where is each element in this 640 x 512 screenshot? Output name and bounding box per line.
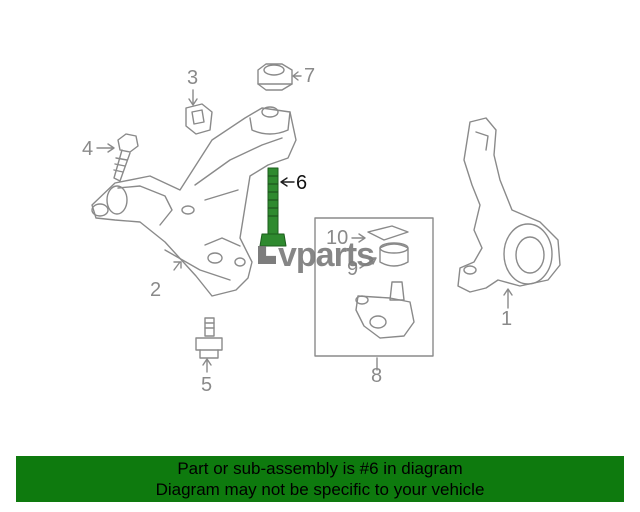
ball-joint-assembly-box <box>314 217 434 357</box>
bolt-5-part <box>195 317 223 359</box>
banner-line-1: Part or sub-assembly is #6 in diagram <box>177 459 463 478</box>
callout-3: 3 <box>187 67 199 89</box>
callout-9: 9 <box>347 258 359 280</box>
nut-part <box>257 63 293 91</box>
vparts-logo-mark-icon <box>258 246 276 264</box>
clip-part <box>185 103 213 135</box>
callout-1: 1 <box>501 308 513 330</box>
vparts-logo: vparts <box>258 235 375 274</box>
vparts-logo-text: vparts <box>278 235 375 274</box>
callout-5: 5 <box>201 374 213 396</box>
callout-4: 4 <box>82 138 94 160</box>
steering-knuckle-part <box>457 117 561 293</box>
control-arm-part <box>91 106 297 297</box>
callout-2: 2 <box>150 279 162 301</box>
callout-10: 10 <box>326 227 349 249</box>
diagram-drawing <box>91 63 561 373</box>
bolt-6-part-highlighted <box>259 167 287 247</box>
banner-line-2: Diagram may not be specific to your vehi… <box>155 480 485 499</box>
callout-8: 8 <box>371 365 383 387</box>
parts-diagram: 1 2 3 4 5 6 7 8 9 10 vparts <box>82 63 561 396</box>
bolt-4-part <box>113 133 139 182</box>
info-banner: Part or sub-assembly is #6 in diagram Di… <box>16 456 624 502</box>
callout-6: 6 <box>296 172 308 194</box>
callout-7: 7 <box>304 65 316 87</box>
leader-lines <box>96 71 513 373</box>
